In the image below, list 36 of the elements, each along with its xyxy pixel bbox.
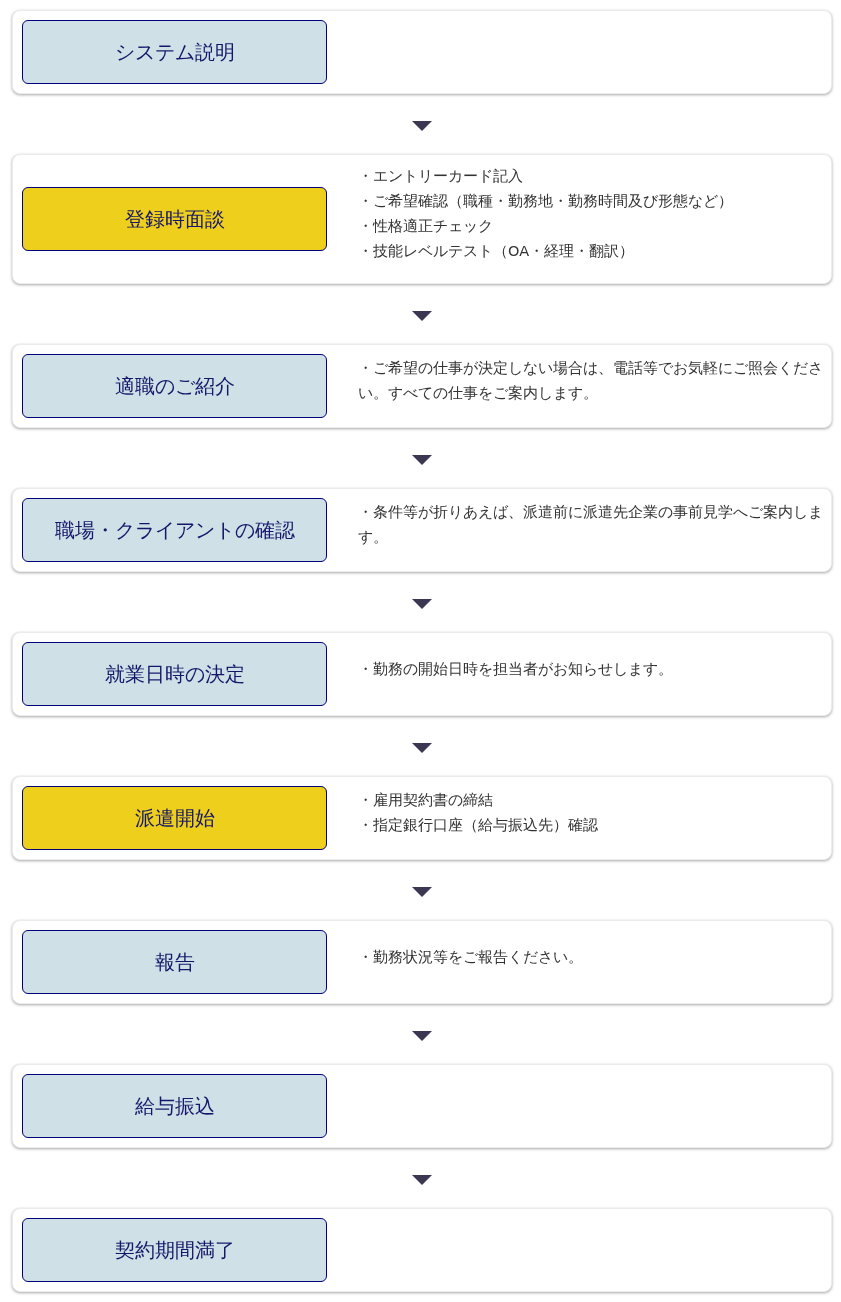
step-card bbox=[12, 632, 832, 716]
down-arrow bbox=[412, 887, 432, 897]
step-box: システム説明 bbox=[22, 20, 327, 84]
down-arrow bbox=[412, 1031, 432, 1041]
bullet-text: ・エントリーカード記入 bbox=[358, 167, 523, 186]
step-box: 職場・クライアントの確認 bbox=[22, 498, 327, 562]
step-box: 給与振込 bbox=[22, 1074, 327, 1138]
down-arrow bbox=[412, 455, 432, 465]
step-card bbox=[12, 1208, 832, 1292]
step-card bbox=[12, 154, 832, 284]
down-arrow bbox=[412, 743, 432, 753]
step-box: 登録時面談 bbox=[22, 187, 327, 251]
step-card bbox=[12, 776, 832, 860]
down-arrow bbox=[412, 1175, 432, 1185]
bullet-text: ・ご希望の仕事が決定しない場合は、電話等でお気軽にご照会ください。すべての仕事をご案内します。 bbox=[358, 359, 824, 403]
bullet-text: ・性格適正チェック bbox=[358, 217, 493, 236]
bullet-text: ・勤務の開始日時を担当者がお知らせします。 bbox=[358, 659, 673, 679]
step-box: 就業日時の決定 bbox=[22, 642, 327, 706]
step-card bbox=[12, 10, 832, 94]
bullet-text: ・指定銀行口座（給与振込先）確認 bbox=[358, 816, 598, 835]
down-arrow bbox=[412, 311, 432, 321]
step-card bbox=[12, 1064, 832, 1148]
step-box: 報告 bbox=[22, 930, 327, 994]
step-card bbox=[12, 344, 832, 428]
step-box: 派遣開始 bbox=[22, 786, 327, 850]
bullet-text: ・雇用契約書の締結 bbox=[358, 791, 493, 810]
bullet-text: ・勤務状況等をご報告ください。 bbox=[358, 947, 583, 967]
down-arrow bbox=[412, 599, 432, 609]
bullet-text: ・ご希望確認（職種・勤務地・勤務時間及び形態など） bbox=[358, 192, 733, 211]
bullet-text: ・条件等が折りあえば、派遣前に派遣先企業の事前見学へご案内します。 bbox=[358, 503, 824, 547]
step-box: 契約期間満了 bbox=[22, 1218, 327, 1282]
step-card bbox=[12, 488, 832, 572]
bullet-text: ・技能レベルテスト（OA・経理・翻訳） bbox=[358, 242, 635, 261]
step-card bbox=[12, 920, 832, 1004]
step-box: 適職のご紹介 bbox=[22, 354, 327, 418]
down-arrow bbox=[412, 121, 432, 131]
